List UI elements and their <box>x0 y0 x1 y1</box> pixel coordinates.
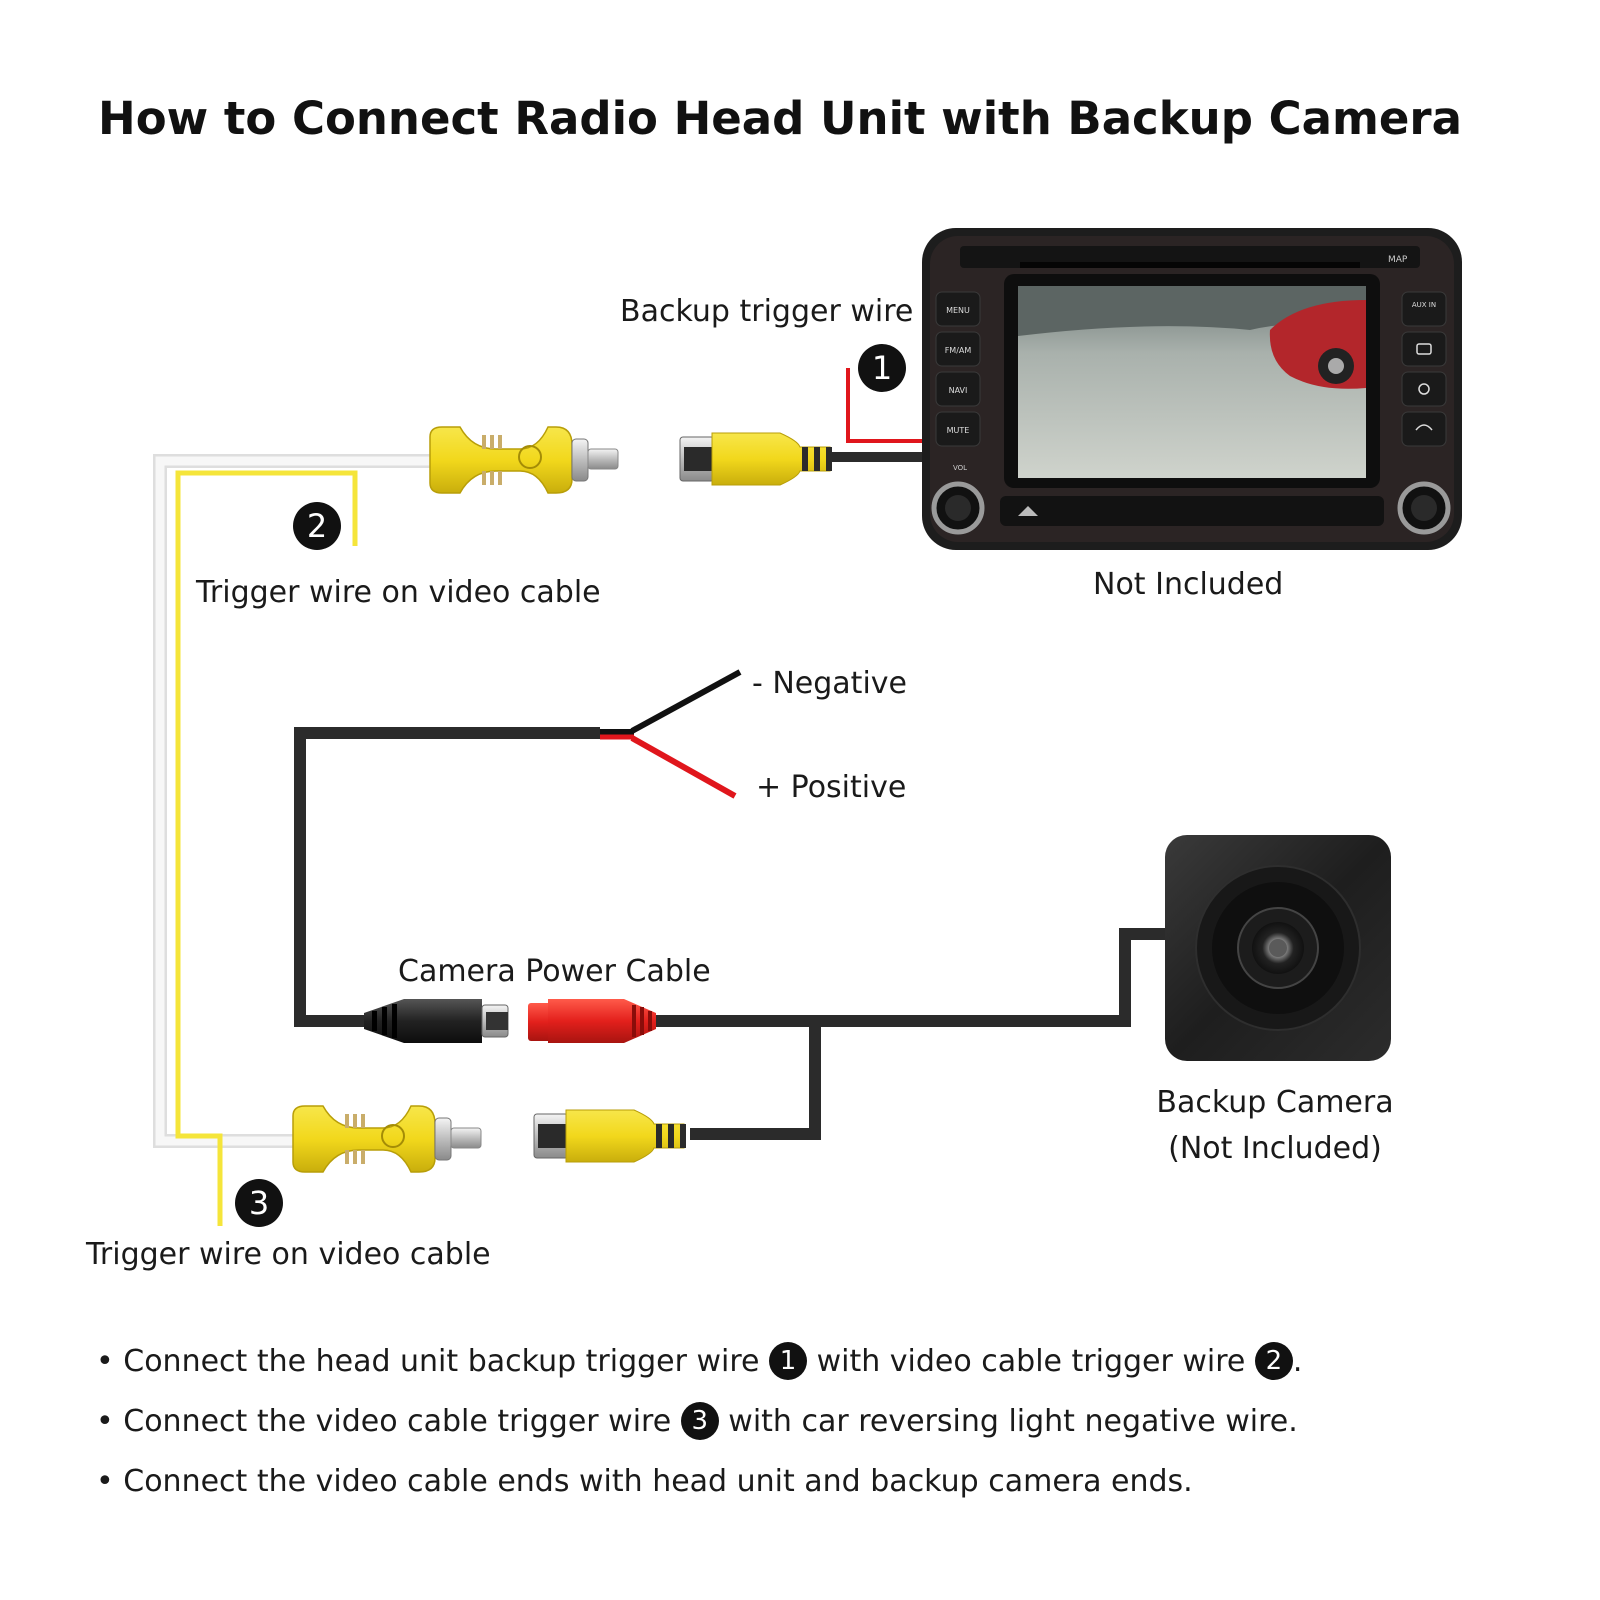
instruction-text: Connect the head unit backup trigger wir… <box>123 1344 760 1379</box>
page-title: How to Connect Radio Head Unit with Back… <box>98 92 1462 145</box>
instruction-badge: 1 <box>769 1342 808 1380</box>
rca-female-jack-head-unit <box>679 432 832 486</box>
mute-button-label: MUTE <box>947 426 970 435</box>
badge-two: 2 <box>293 502 341 550</box>
bullet: • <box>96 1404 114 1439</box>
instruction-badge: 3 <box>680 1402 719 1440</box>
rca-male-plug-bottom <box>292 1105 482 1173</box>
instruction-text: with video cable trigger wire <box>816 1344 1246 1379</box>
aux-in-button-label: AUX IN <box>1412 301 1436 309</box>
head-unit-radio: MAP MENU FM/AM NAVI MUTE VOL AUX IN <box>922 228 1462 550</box>
map-button-label: MAP <box>1388 255 1408 265</box>
not-included-label: Not Included <box>1093 567 1284 602</box>
power-plug-black <box>364 999 509 1043</box>
instruction-item: • Connect the head unit backup trigger w… <box>96 1338 1536 1398</box>
rca-male-plug-top <box>429 426 619 494</box>
trigger-wire-top-label: Trigger wire on video cable <box>196 575 601 610</box>
backup-trigger-wire-label: Backup trigger wire <box>620 294 914 329</box>
bullet: • <box>96 1344 114 1379</box>
badge-three: 3 <box>235 1179 283 1227</box>
positive-label: + Positive <box>756 770 907 805</box>
instruction-text: Connect the video cable trigger wire <box>123 1404 672 1439</box>
instruction-text: with car reversing light negative wire. <box>728 1404 1298 1439</box>
power-cable-wire <box>294 669 742 1027</box>
instruction-badge: 2 <box>1254 1342 1293 1380</box>
instruction-text: Connect the video cable ends with head u… <box>123 1464 1193 1499</box>
vol-label: VOL <box>953 464 967 472</box>
fm-am-button-label: FM/AM <box>945 346 972 355</box>
menu-button-label: MENU <box>946 306 970 315</box>
instructions-list: • Connect the head unit backup trigger w… <box>96 1338 1536 1518</box>
bullet: • <box>96 1464 114 1499</box>
negative-label: - Negative <box>752 666 907 701</box>
badge-one: 1 <box>858 344 906 392</box>
camera-main-cable <box>652 928 1172 1140</box>
backup-camera <box>1165 835 1391 1061</box>
trigger-wire-bottom-label: Trigger wire on video cable <box>86 1237 491 1272</box>
backup-camera-not-included-label: (Not Included) <box>1168 1131 1382 1166</box>
rca-female-jack-camera <box>533 1109 686 1163</box>
instruction-text: . <box>1292 1344 1303 1379</box>
backup-camera-label: Backup Camera <box>1156 1085 1394 1120</box>
camera-power-cable-label: Camera Power Cable <box>398 954 711 989</box>
video-cable-white-loop <box>153 454 440 1148</box>
head-unit-trigger-wire-red <box>846 368 928 443</box>
power-plug-red <box>528 999 656 1043</box>
navi-button-label: NAVI <box>949 386 968 395</box>
trigger-wire-yellow <box>175 470 358 1226</box>
instruction-item: • Connect the video cable ends with head… <box>96 1458 1536 1518</box>
instruction-item: • Connect the video cable trigger wire 3… <box>96 1398 1536 1458</box>
